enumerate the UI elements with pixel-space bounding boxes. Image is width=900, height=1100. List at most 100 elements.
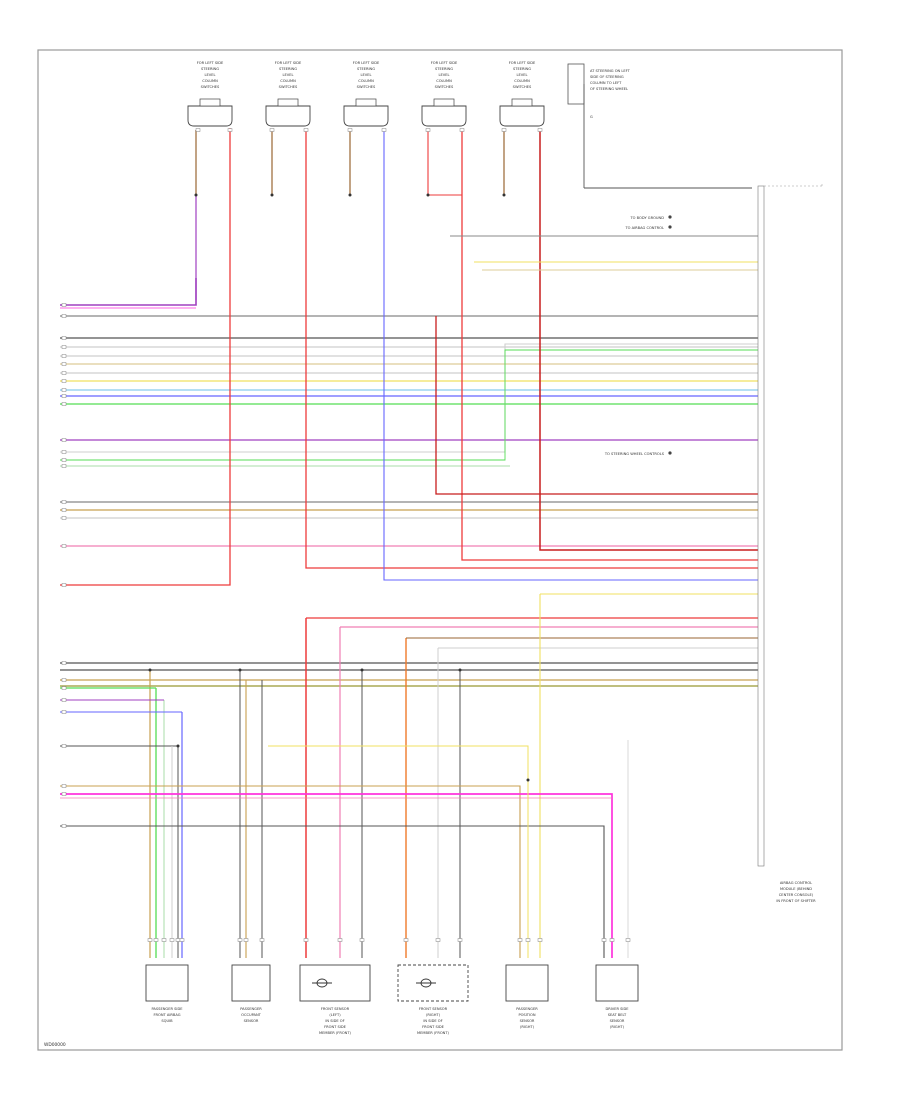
- top-component-4-line-2: STEERING: [435, 67, 453, 71]
- splice-top-3: [348, 193, 352, 197]
- bottom-component-5-line-3: SENSOR: [520, 1019, 535, 1023]
- top-pin-5: [347, 128, 353, 132]
- top-component-2-line-5: SWITCHES: [279, 85, 298, 89]
- bottom-component-2-line-2: OCCUPANT: [241, 1013, 262, 1017]
- bottom-component-4-line-4: FRONT SIDE: [422, 1025, 445, 1029]
- bottom-component-6-line-3: SENSOR: [610, 1019, 625, 1023]
- top-component-5-line-5: SWITCHES: [513, 85, 532, 89]
- bottom-pin-17: [525, 938, 531, 942]
- left-pin-7: [61, 371, 67, 375]
- bottom-pin-1: [147, 938, 153, 942]
- bottom-component-4-line-1: FRONT SENSOR: [419, 1007, 448, 1011]
- top-pin-3: [269, 128, 275, 132]
- top-component-3-line-3: LEVEL: [360, 73, 371, 77]
- bottom-component-6-line-2: SEAT BELT: [608, 1013, 627, 1017]
- left-pin-23: [61, 686, 67, 690]
- splice-bottom-2: [238, 668, 242, 672]
- left-pin-13: [61, 450, 67, 454]
- left-pin-17: [61, 508, 67, 512]
- top-pin-4: [303, 128, 309, 132]
- wire-gray-826: [60, 825, 605, 958]
- left-pin-4: [61, 345, 67, 349]
- left-pin-27: [61, 784, 67, 788]
- wire-top-4-red-2: [461, 130, 758, 561]
- splice-bottom-3: [360, 668, 364, 672]
- bottom-component-4-line-5: MEMBER (FRONT): [417, 1031, 450, 1035]
- bottom-pin-8: [243, 938, 249, 942]
- wires: [60, 128, 758, 958]
- bottom-component-1-line-2: FRONT AIRBAG: [153, 1013, 180, 1017]
- wire-top-2-red: [305, 130, 758, 569]
- top-component-4-line-5: SWITCHES: [435, 85, 454, 89]
- top-pin-2: [227, 128, 233, 132]
- top-component-1-line-4: COLUMN: [202, 79, 218, 83]
- bottom-pin-15: [457, 938, 463, 942]
- bottom-pin-21: [625, 938, 631, 942]
- left-pin-14: [61, 458, 67, 462]
- bottom-pin-12: [359, 938, 365, 942]
- bottom-component-6-line-1: DRIVER SIDE: [605, 1007, 629, 1011]
- airbag-module-box: AT STEERING ON LEFT SIDE OF STEERING COL…: [567, 63, 752, 189]
- left-pin-25: [61, 710, 67, 714]
- wire-green-loop: [60, 349, 758, 461]
- left-pin-15: [61, 464, 67, 468]
- bottom-component-2-line-1: PASSENGER: [240, 1007, 262, 1011]
- bottom-pin-14: [435, 938, 441, 942]
- top-component-5: FOR LEFT SIDE STEERING LEVEL COLUMN SWIT…: [499, 61, 545, 127]
- wire-top-3-blue: [383, 130, 758, 581]
- top-component-3-line-1: FOR LEFT SIDE: [353, 61, 380, 65]
- top-component-1-line-5: SWITCHES: [201, 85, 220, 89]
- bottom-pin-3: [161, 938, 167, 942]
- airbag-module-line-3: COLUMN TO LEFT: [590, 81, 622, 85]
- left-pin-12: [61, 438, 67, 442]
- splice-dot-2: [668, 225, 672, 229]
- wire-magenta-794: [60, 793, 613, 958]
- bottom-component-2-line-3: SENSOR: [244, 1019, 259, 1023]
- top-component-1: FOR LEFT SIDE STEERING LEVEL COLUMN SWIT…: [187, 61, 233, 127]
- top-component-2: FOR LEFT SIDE STEERING LEVEL COLUMN SWIT…: [265, 61, 311, 127]
- bottom-pin-11: [337, 938, 343, 942]
- splice-label-1: TO BODY GROUND: [629, 216, 664, 220]
- wire-dark-red-drop: [435, 316, 758, 495]
- left-pin-18: [61, 516, 67, 520]
- splice-label-2: TO AIRBAG CONTROL: [624, 226, 664, 230]
- top-pin-6: [381, 128, 387, 132]
- top-component-1-line-3: LEVEL: [204, 73, 215, 77]
- top-pin-1: [195, 128, 201, 132]
- bottom-component-5-line-4: (RIGHT): [520, 1025, 535, 1029]
- top-component-5-line-1: FOR LEFT SIDE: [509, 61, 536, 65]
- left-pin-22: [61, 678, 67, 682]
- top-component-4-line-1: FOR LEFT SIDE: [431, 61, 458, 65]
- bottom-component-1: PASSENGER SIDE FRONT AIRBAG SQUIB: [145, 964, 189, 1023]
- bottom-component-5: PASSENGER POSITION SENSOR (RIGHT): [505, 964, 549, 1029]
- top-pin-9: [501, 128, 507, 132]
- bottom-pin-10: [303, 938, 309, 942]
- top-component-5-line-4: COLUMN: [514, 79, 530, 83]
- connector-label-4: IN FRONT OF SHIFTER: [776, 899, 816, 903]
- left-pin-21: [61, 661, 67, 665]
- left-pin-2: [61, 314, 67, 318]
- footer-code: WD00000: [44, 1042, 66, 1048]
- airbag-ground-label: G: [590, 115, 593, 119]
- bottom-pin-5: [175, 938, 181, 942]
- top-component-3-line-5: SWITCHES: [357, 85, 376, 89]
- splice-top-5: [502, 193, 506, 197]
- connector-label-1: AIRBAG CONTROL: [780, 881, 812, 885]
- top-component-3: FOR LEFT SIDE STEERING LEVEL COLUMN SWIT…: [343, 61, 389, 127]
- bottom-component-4: FRONT SENSOR (RIGHT) IN SIDE OF FRONT SI…: [397, 964, 469, 1035]
- airbag-module-line-4: OF STEERING WHEEL: [590, 87, 628, 91]
- left-pin-11: [61, 402, 67, 406]
- left-pin-1: [61, 303, 67, 307]
- bottom-pin-2: [153, 938, 159, 942]
- bottom-component-2: PASSENGER OCCUPANT SENSOR: [231, 964, 271, 1023]
- left-pin-8: [61, 379, 67, 383]
- bottom-pin-16: [517, 938, 523, 942]
- wire-tan-786: [60, 785, 521, 958]
- bottom-component-3-line-3: IN SIDE OF: [325, 1019, 344, 1023]
- bottom-pin-18: [537, 938, 543, 942]
- bottom-component-3-line-4: FRONT SIDE: [324, 1025, 347, 1029]
- bottom-component-1-line-1: PASSENGER SIDE: [152, 1007, 184, 1011]
- airbag-control-connector: AIRBAG CONTROL MODULE (BEHIND CENTER CON…: [757, 182, 823, 903]
- connector-label-2: MODULE (BEHIND: [780, 887, 812, 891]
- left-pin-29: [61, 824, 67, 828]
